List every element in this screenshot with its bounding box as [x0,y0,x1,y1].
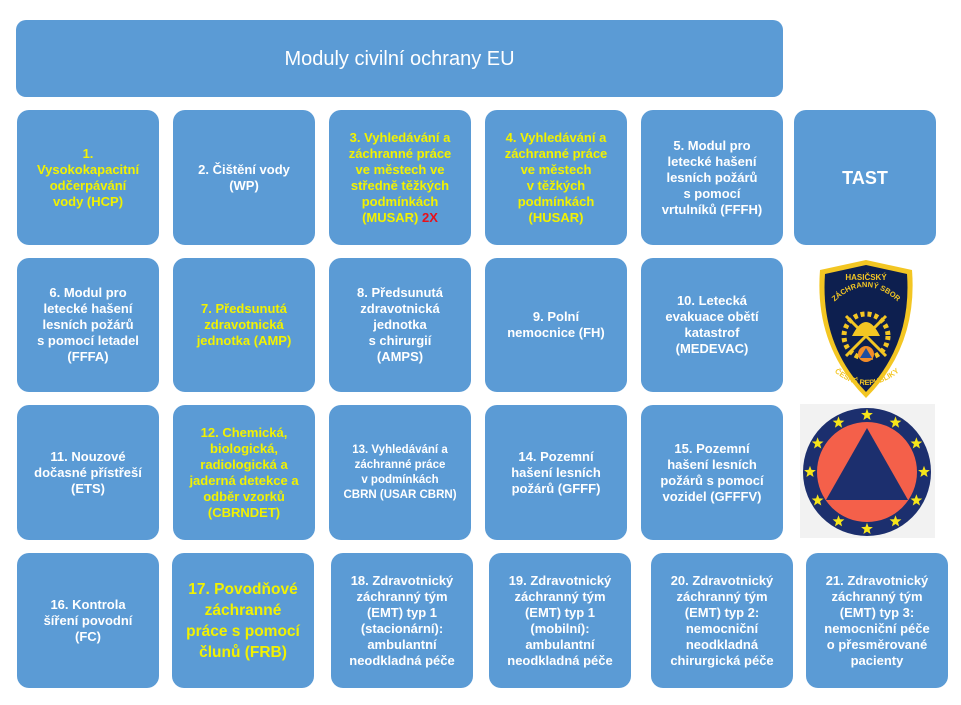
star-icon [889,416,902,428]
module-13-usar-cbrn: 13. Vyhledávání a záchranné práce v podm… [329,405,471,540]
module-16-fc: 16. Kontrola šíření povodní (FC) [17,553,159,688]
module-17-frb: 17. Povodňové záchranné práce s pomocí č… [172,553,314,688]
eu-civil-protection-logo [800,404,935,538]
module-19-emt1-mobile: 19. Zdravotnický záchranný tým (EMT) typ… [489,553,631,688]
module-2-wp: 2. Čištění vody (WP) [173,110,315,245]
star-icon [811,437,824,449]
hzs-logo-text-top: HASIČSKÝ [845,273,887,282]
module-tast: TAST [794,110,936,245]
module-21-emt3: 21. Zdravotnický záchranný tým (EMT) typ… [806,553,948,688]
star-icon [804,465,816,477]
module-18-emt1-fixed: 18. Zdravotnický záchranný tým (EMT) typ… [331,553,473,688]
module-14-gfff: 14. Pozemní hašení lesních požárů (GFFF) [485,405,627,540]
module-7-amp: 7. Předsunutá zdravotnická jednotka (AMP… [173,258,315,392]
star-icon [918,465,930,477]
star-icon [910,494,923,506]
module-3-musar: 3. Vyhledávání a záchranné práce ve měst… [329,110,471,245]
module-1-hcp: 1. Vysokokapacitní odčerpávání vody (HCP… [17,110,159,245]
star-icon [832,416,845,428]
star-icon [910,437,923,449]
module-15-gfffv: 15. Pozemní hašení lesních požárů s pomo… [641,405,783,540]
module-20-emt2: 20. Zdravotnický záchranný tým (EMT) typ… [651,553,793,688]
module-8-amps: 8. Předsunutá zdravotnická jednotka s ch… [329,258,471,392]
module-11-ets: 11. Nouzové dočasné přístřeší (ETS) [17,405,159,540]
star-icon [832,515,845,527]
module-5-fffh: 5. Modul pro letecké hašení lesních požá… [641,110,783,245]
star-icon [889,515,902,527]
module-12-cbrndet: 12. Chemická, biologická, radiologická a… [173,405,315,540]
star-icon [861,522,873,534]
star-icon [811,494,824,506]
module-4-husar: 4. Vyhledávání a záchranné práce ve měst… [485,110,627,245]
hzs-cr-logo: HASIČSKÝ ZÁCHRANNÝ SBOR ČESKÉ REPUBLIKY [819,260,913,398]
module-6-fffa: 6. Modul pro letecké hašení lesních požá… [17,258,159,392]
module-3-count-badge: 2X [422,209,438,225]
star-icon [861,408,873,420]
module-3-label: 3. Vyhledávání a záchranné práce ve měst… [348,129,452,225]
module-10-medevac: 10. Letecká evakuace obětí katastrof (ME… [641,258,783,392]
diagram-title: Moduly civilní ochrany EU [16,20,783,97]
module-9-fh: 9. Polní nemocnice (FH) [485,258,627,392]
